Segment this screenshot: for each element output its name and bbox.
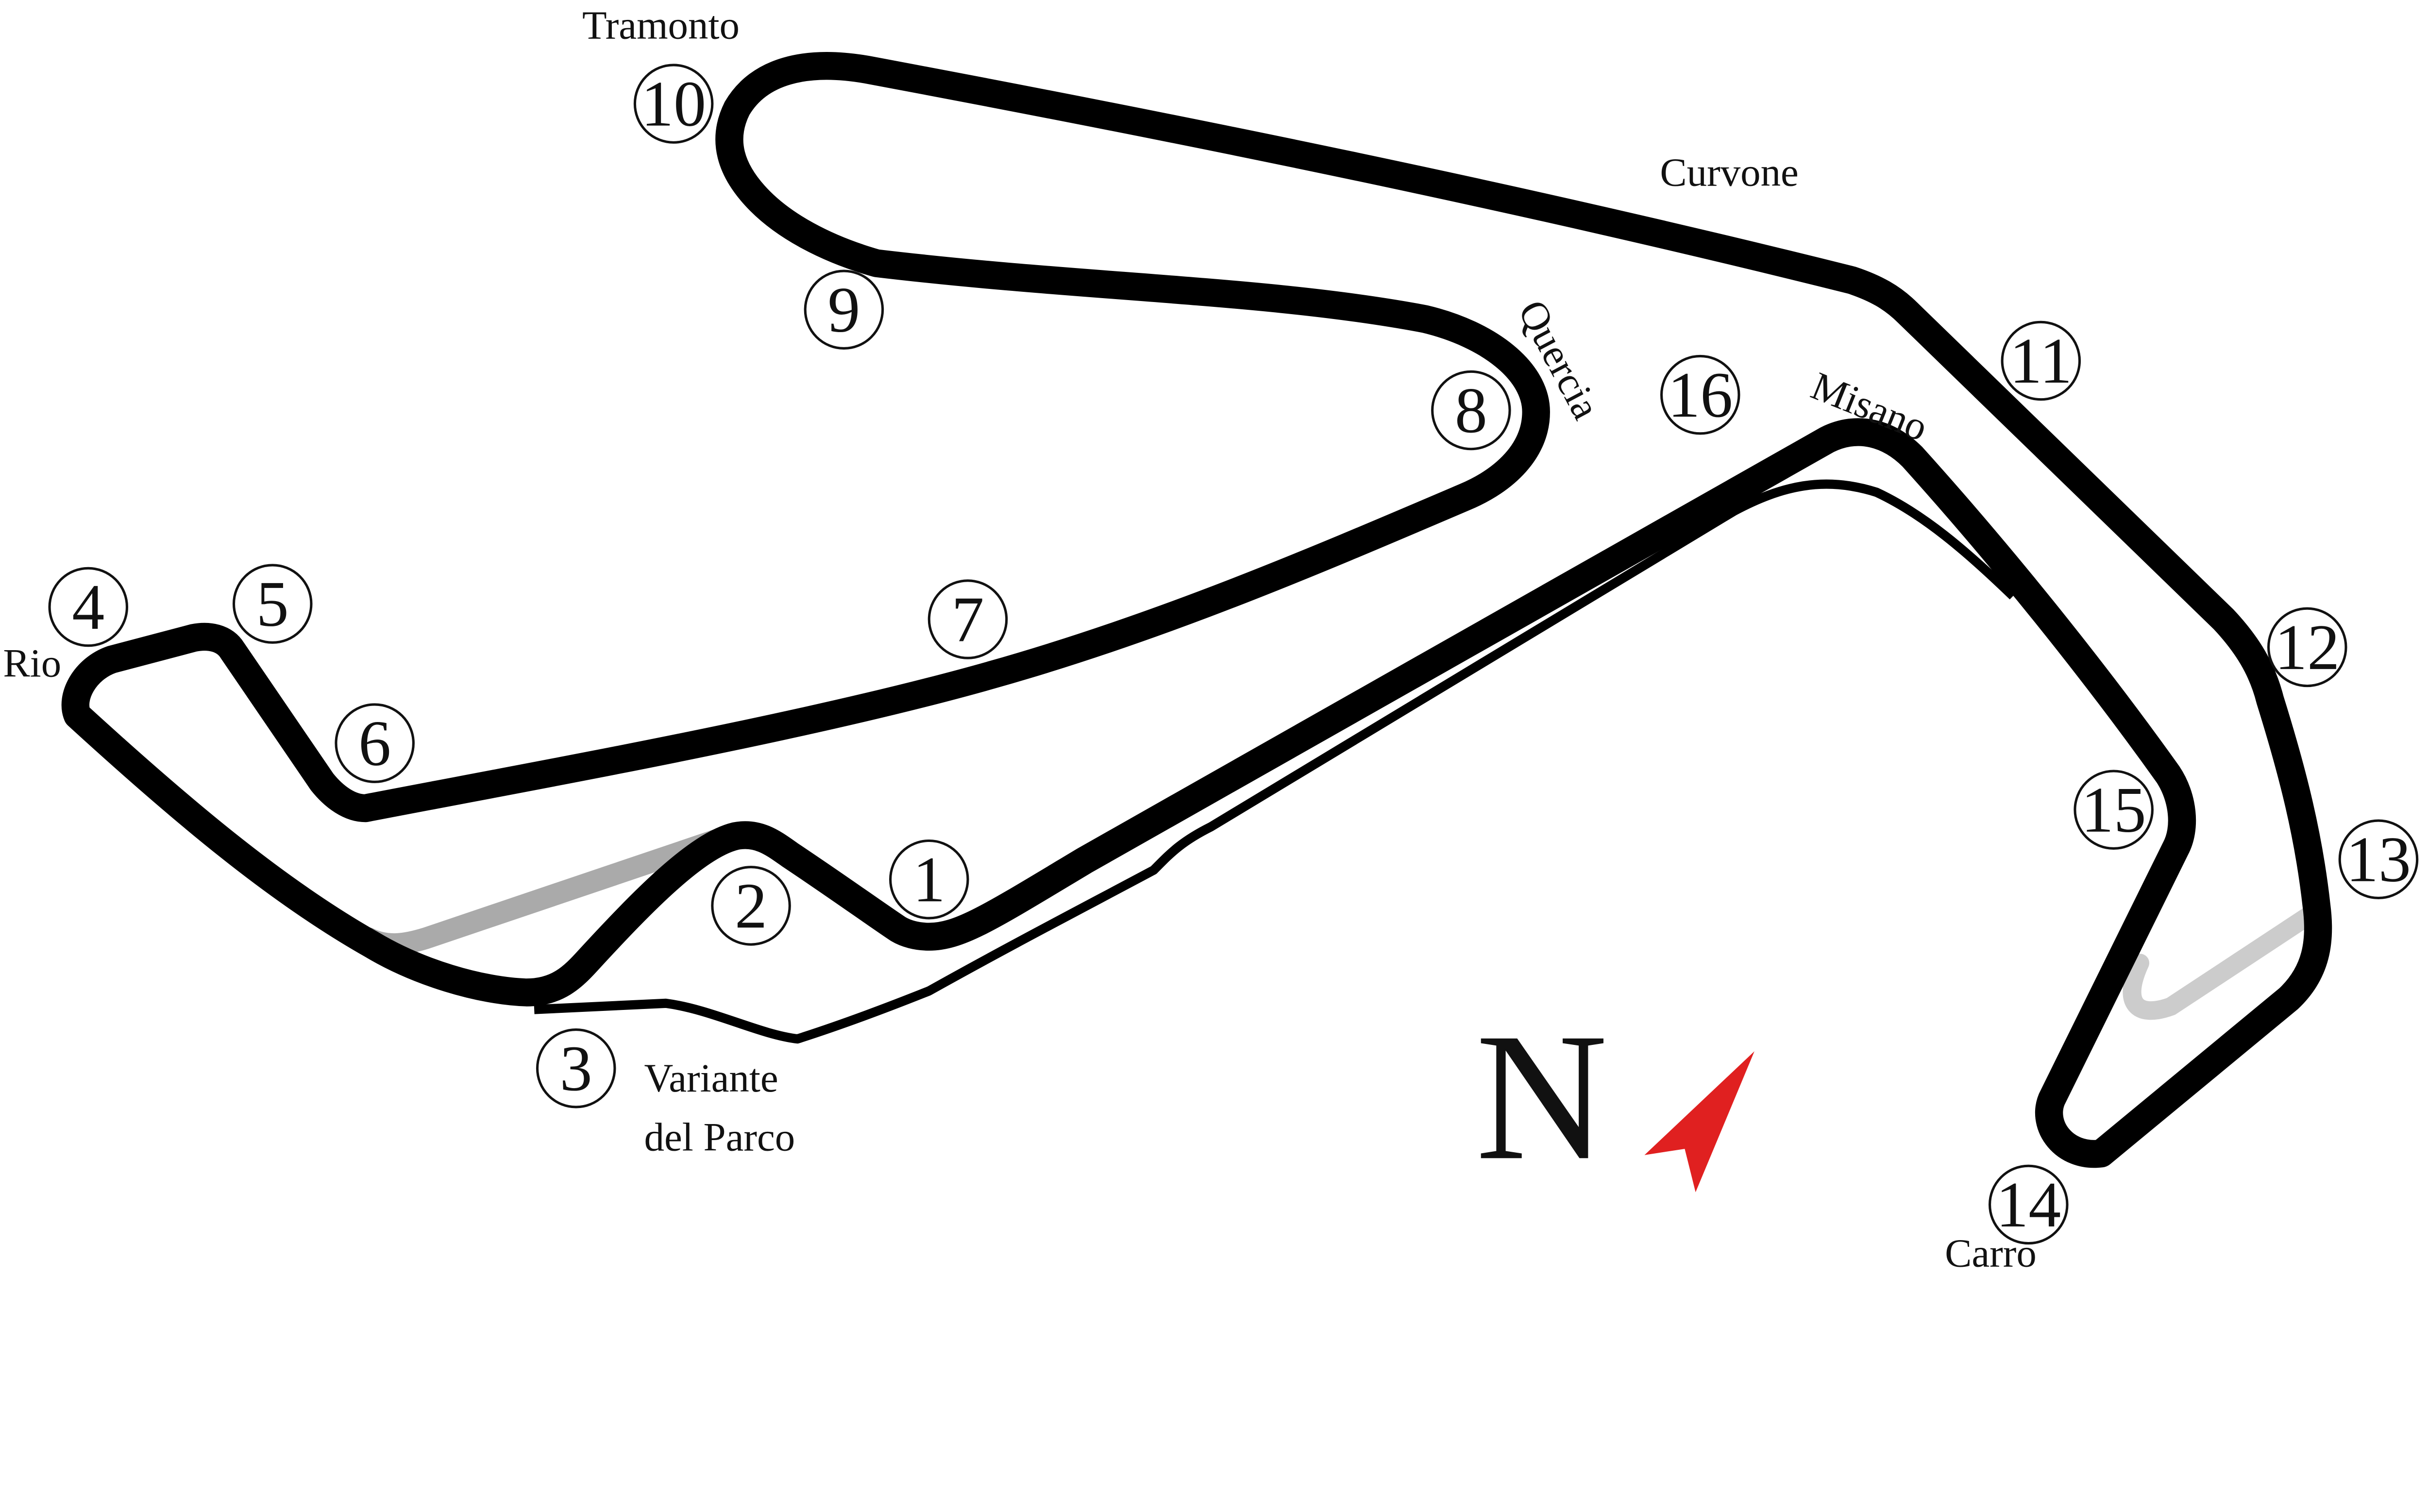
turn-2: 2 <box>711 866 791 946</box>
map-container: 1 2 3 4 5 6 7 8 9 10 11 12 13 14 15 16 T… <box>3 3 2419 1275</box>
turn-4: 4 <box>48 567 129 647</box>
turn-9: 9 <box>804 269 884 350</box>
turn-8: 8 <box>1431 370 1511 451</box>
north-arrow-icon <box>1644 1051 1754 1193</box>
turn-number: 2 <box>735 870 767 941</box>
corner-rio: Rio <box>3 640 61 685</box>
turn-14: 14 <box>1989 1164 2069 1245</box>
turn-number: 4 <box>72 571 104 643</box>
turn-15: 15 <box>2074 770 2154 850</box>
turn-number: 16 <box>1668 359 1733 431</box>
turn-10: 10 <box>633 64 714 144</box>
corner-tramonto: Tramonto <box>582 3 740 48</box>
track-map: 1 2 3 4 5 6 7 8 9 10 11 12 13 14 15 16 T… <box>3 3 2419 1275</box>
north-label: N <box>1476 996 1608 1198</box>
old-track-line <box>534 479 2017 1044</box>
turn-number: 13 <box>2346 823 2411 895</box>
turn-number: 11 <box>2009 325 2072 397</box>
turn-number: 15 <box>2081 774 2146 846</box>
turn-12: 12 <box>2267 607 2347 688</box>
corner-curvone: Curvone <box>1660 150 1798 195</box>
turn-7: 7 <box>927 579 1008 659</box>
turn-11: 11 <box>2001 320 2081 401</box>
turn-16: 16 <box>1660 354 1740 435</box>
turn-number: 3 <box>560 1032 592 1104</box>
runoff-lane-light <box>2123 907 2317 1020</box>
turn-5: 5 <box>232 564 313 644</box>
corner-variante-line1: Variante <box>644 1056 778 1100</box>
corner-carro: Carro <box>1945 1230 2037 1275</box>
turn-13: 13 <box>2338 819 2419 900</box>
turn-number: 7 <box>952 584 984 655</box>
turn-number: 14 <box>1996 1169 2061 1241</box>
turn-3: 3 <box>536 1028 616 1109</box>
turn-number: 10 <box>641 68 706 140</box>
turn-number: 5 <box>256 568 289 640</box>
turn-number: 9 <box>827 274 860 346</box>
turn-number: 12 <box>2275 611 2340 683</box>
corner-variante-line2: del Parco <box>644 1114 795 1159</box>
turn-number: 6 <box>358 707 391 779</box>
turn-number: 8 <box>1455 374 1487 446</box>
turn-number: 1 <box>913 843 945 915</box>
turn-1: 1 <box>889 839 969 920</box>
turn-6: 6 <box>335 703 415 783</box>
main-circuit <box>61 52 2332 1168</box>
